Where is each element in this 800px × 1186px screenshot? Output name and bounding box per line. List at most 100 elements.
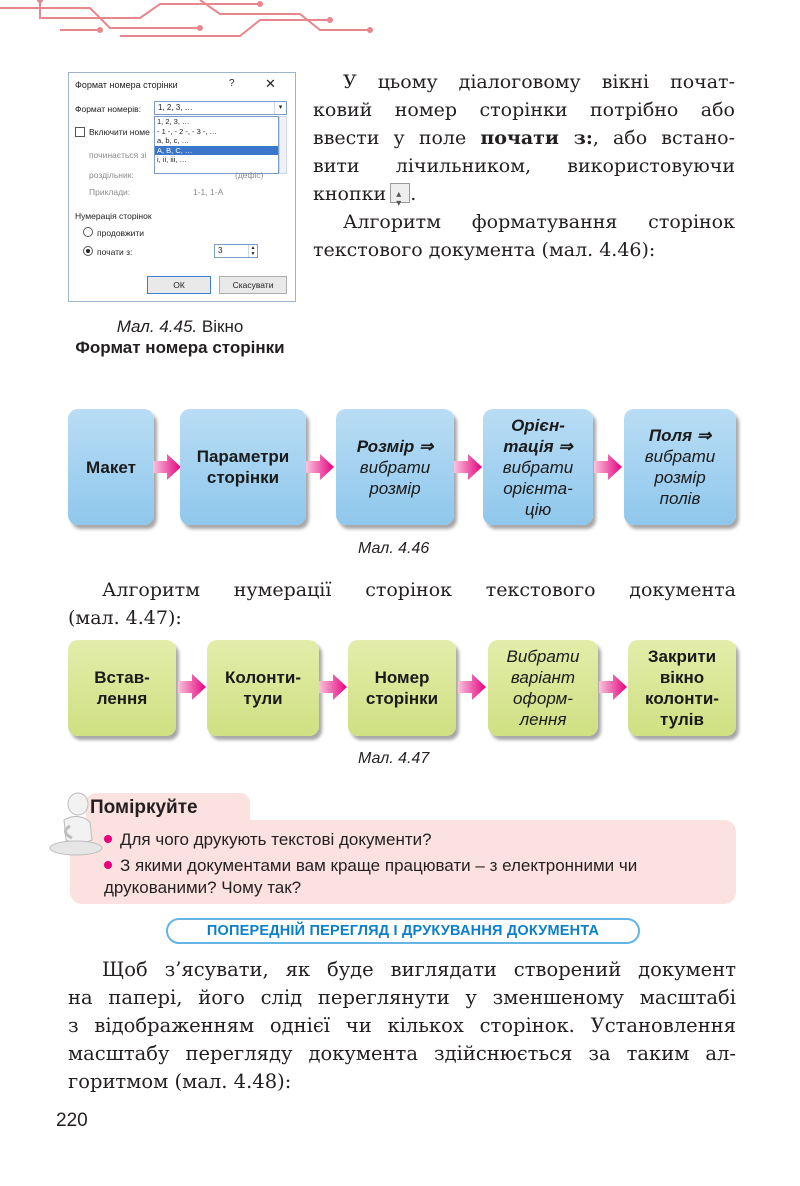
question-text: Для чого друкують текстові документи? bbox=[120, 830, 432, 849]
format-select[interactable]: 1, 2, 3, … ▾ bbox=[154, 101, 287, 115]
format-dropdown-list[interactable]: 1, 2, 3, … - 1 -, - 2 -, - 3 -, … a, b, … bbox=[154, 116, 279, 174]
start-at-value: 3 bbox=[218, 246, 223, 255]
text-line: У цьому діалоговому вікні почат- bbox=[343, 71, 735, 93]
starts-with-label: починається зі bbox=[89, 150, 147, 160]
section-title: ПОПЕРЕДНІЙ ПЕРЕГЛЯД І ДРУКУВАННЯ ДОКУМЕН… bbox=[166, 918, 640, 944]
step-label: Колонти-тули bbox=[224, 668, 301, 708]
think-question-2-cont: друкованими? Чому так? bbox=[104, 878, 302, 897]
thinker-figure-icon bbox=[49, 792, 103, 856]
step-detail: вибрати розмір bbox=[359, 457, 431, 498]
flow1-step-2: Параметри сторінки bbox=[180, 409, 306, 525]
step-label: Параметри сторінки bbox=[196, 447, 290, 487]
flow2-step-3: Номер сторінки bbox=[348, 640, 456, 736]
flow1-step-4: Орієн-тація ⇒ вибрати орієнта-цію bbox=[483, 409, 593, 525]
text-line: горитмом (мал. 4.48): bbox=[68, 1070, 292, 1093]
figure-caption-4-46: Мал. 4.46 bbox=[358, 540, 430, 557]
start-at-radio[interactable] bbox=[83, 246, 93, 256]
step-label: Поля ⇒ bbox=[648, 426, 712, 445]
step-label: Встав-лення bbox=[94, 668, 150, 708]
dropdown-option[interactable]: i, ii, iii, … bbox=[157, 155, 187, 164]
text-bold: почати з: bbox=[480, 127, 593, 149]
flow1-step-1: Макет bbox=[68, 409, 154, 525]
text-line: ввести у поле почати з:, або встано- bbox=[313, 124, 735, 152]
arrow-right-icon bbox=[594, 454, 622, 480]
bullet-icon bbox=[104, 861, 112, 869]
think-box-title: Поміркуйте bbox=[86, 793, 250, 823]
step-detail: вибрати розмір полів bbox=[644, 447, 716, 508]
dropdown-scrollbar[interactable] bbox=[279, 116, 287, 174]
text-line: Алгоритм нумерації сторінок текстового д… bbox=[102, 579, 736, 601]
figure-caption-4-47: Мал. 4.47 bbox=[358, 750, 430, 767]
caption-word: Вікно bbox=[201, 317, 244, 336]
arrow-right-icon bbox=[306, 454, 334, 480]
arrow-right-icon bbox=[319, 674, 347, 700]
arrow-right-icon bbox=[458, 674, 486, 700]
continue-radio[interactable] bbox=[83, 227, 93, 237]
text-line: (мал. 4.47): bbox=[68, 607, 182, 629]
flow2-step-4: Вибрати варіант оформ-лення bbox=[488, 640, 598, 736]
dialog-title: Формат номера сторінки bbox=[75, 80, 178, 90]
step-label: Макет bbox=[86, 457, 136, 477]
flow2-step-2: Колонти-тули bbox=[207, 640, 319, 736]
help-icon[interactable]: ? bbox=[229, 78, 235, 89]
separator-label: роздільник: bbox=[89, 170, 134, 180]
figure-caption-4-45: Мал. 4.45. Вікно Формат номера сторінки bbox=[60, 316, 300, 358]
text-line: вити лічильником, використовуючи bbox=[313, 155, 735, 177]
flow2-step-1: Встав-лення bbox=[68, 640, 176, 736]
step-label: Вибрати варіант оформ-лення bbox=[506, 647, 580, 729]
page-number: 220 bbox=[56, 1110, 88, 1131]
think-question-1: Для чого друкують текстові документи? bbox=[104, 829, 432, 851]
arrow-right-icon bbox=[599, 674, 627, 700]
step-label: Розмір ⇒ bbox=[356, 436, 434, 456]
think-question-2: З якими документами вам краще працювати … bbox=[104, 855, 637, 877]
text-fragment: кнопки bbox=[313, 183, 387, 205]
close-icon[interactable]: ✕ bbox=[265, 76, 276, 91]
examples-value: 1-1, 1-А bbox=[193, 187, 224, 197]
step-label: Закрити вікно колонти-тулів bbox=[645, 647, 719, 729]
question-text: З якими документами вам краще працювати … bbox=[120, 856, 638, 875]
text-line: Щоб з’ясувати, як буде виглядати створен… bbox=[102, 958, 736, 981]
format-label: Формат номерів: bbox=[75, 104, 142, 114]
start-at-input[interactable]: 3 ▲▼ bbox=[214, 244, 258, 258]
arrow-right-icon bbox=[153, 454, 181, 480]
intro-paragraph: У цьому діалоговому вікні почат- ковий н… bbox=[313, 68, 735, 264]
caption-number: Мал. 4.45. bbox=[116, 317, 198, 336]
cancel-button[interactable]: Скасувати bbox=[219, 276, 287, 294]
text-line: Алгоритм форматування сторінок bbox=[343, 211, 735, 233]
include-chapter-checkbox[interactable] bbox=[75, 127, 85, 137]
format-select-value: 1, 2, 3, … bbox=[158, 103, 193, 112]
text-fragment: . bbox=[410, 183, 417, 205]
numbering-group-label: Нумерація сторінок bbox=[75, 211, 152, 221]
think-box bbox=[70, 820, 736, 904]
arrow-right-icon bbox=[454, 454, 482, 480]
dropdown-option[interactable]: a, b, c, … bbox=[157, 136, 190, 145]
dropdown-option[interactable]: - 1 -, - 2 -, - 3 -, … bbox=[157, 126, 218, 136]
dropdown-option[interactable]: 1, 2, 3, … bbox=[157, 117, 190, 126]
dialog-titlebar: Формат номера сторінки ? ✕ bbox=[69, 73, 295, 97]
include-chapter-label: Включити номе bbox=[89, 127, 150, 137]
chevron-down-icon[interactable]: ▾ bbox=[274, 102, 286, 114]
flow2-step-5: Закрити вікно колонти-тулів bbox=[628, 640, 736, 736]
step-detail: вибрати орієнта-цію bbox=[502, 457, 574, 519]
examples-label: Приклади: bbox=[89, 187, 131, 197]
dropdown-option-selected[interactable]: A, B, C, … bbox=[155, 145, 278, 155]
circuit-decoration bbox=[0, 0, 373, 37]
step-label: Орієн-тація ⇒ bbox=[503, 415, 573, 456]
spinner-icon[interactable]: ▲▼ bbox=[248, 245, 257, 257]
flow1-step-5: Поля ⇒ вибрати розмір полів bbox=[624, 409, 736, 525]
continue-label: продовжити bbox=[97, 228, 145, 238]
text-line: ковий номер сторінки потрібно або bbox=[313, 99, 735, 121]
text-line: з відображенням однієї чи кількох сторін… bbox=[68, 1014, 736, 1037]
text-fragment: , або встано- bbox=[592, 127, 735, 149]
flow1-step-3: Розмір ⇒ вибрати розмір bbox=[336, 409, 454, 525]
step-label: Номер сторінки bbox=[365, 668, 439, 708]
start-at-label: почати з: bbox=[97, 247, 133, 257]
spinner-buttons-icon bbox=[390, 181, 411, 218]
text-line: масштабу перегляду документа здійснюєтьс… bbox=[68, 1042, 736, 1065]
bullet-icon bbox=[104, 835, 112, 843]
text-line: на папері, його слід переглянути у зменш… bbox=[68, 986, 736, 1009]
ok-button[interactable]: ОК bbox=[147, 276, 211, 294]
text-fragment: ввести у поле bbox=[313, 127, 467, 149]
separator-value: (дефіс) bbox=[235, 170, 264, 180]
body-paragraph: Щоб з’ясувати, як буде виглядати створен… bbox=[68, 956, 736, 1096]
